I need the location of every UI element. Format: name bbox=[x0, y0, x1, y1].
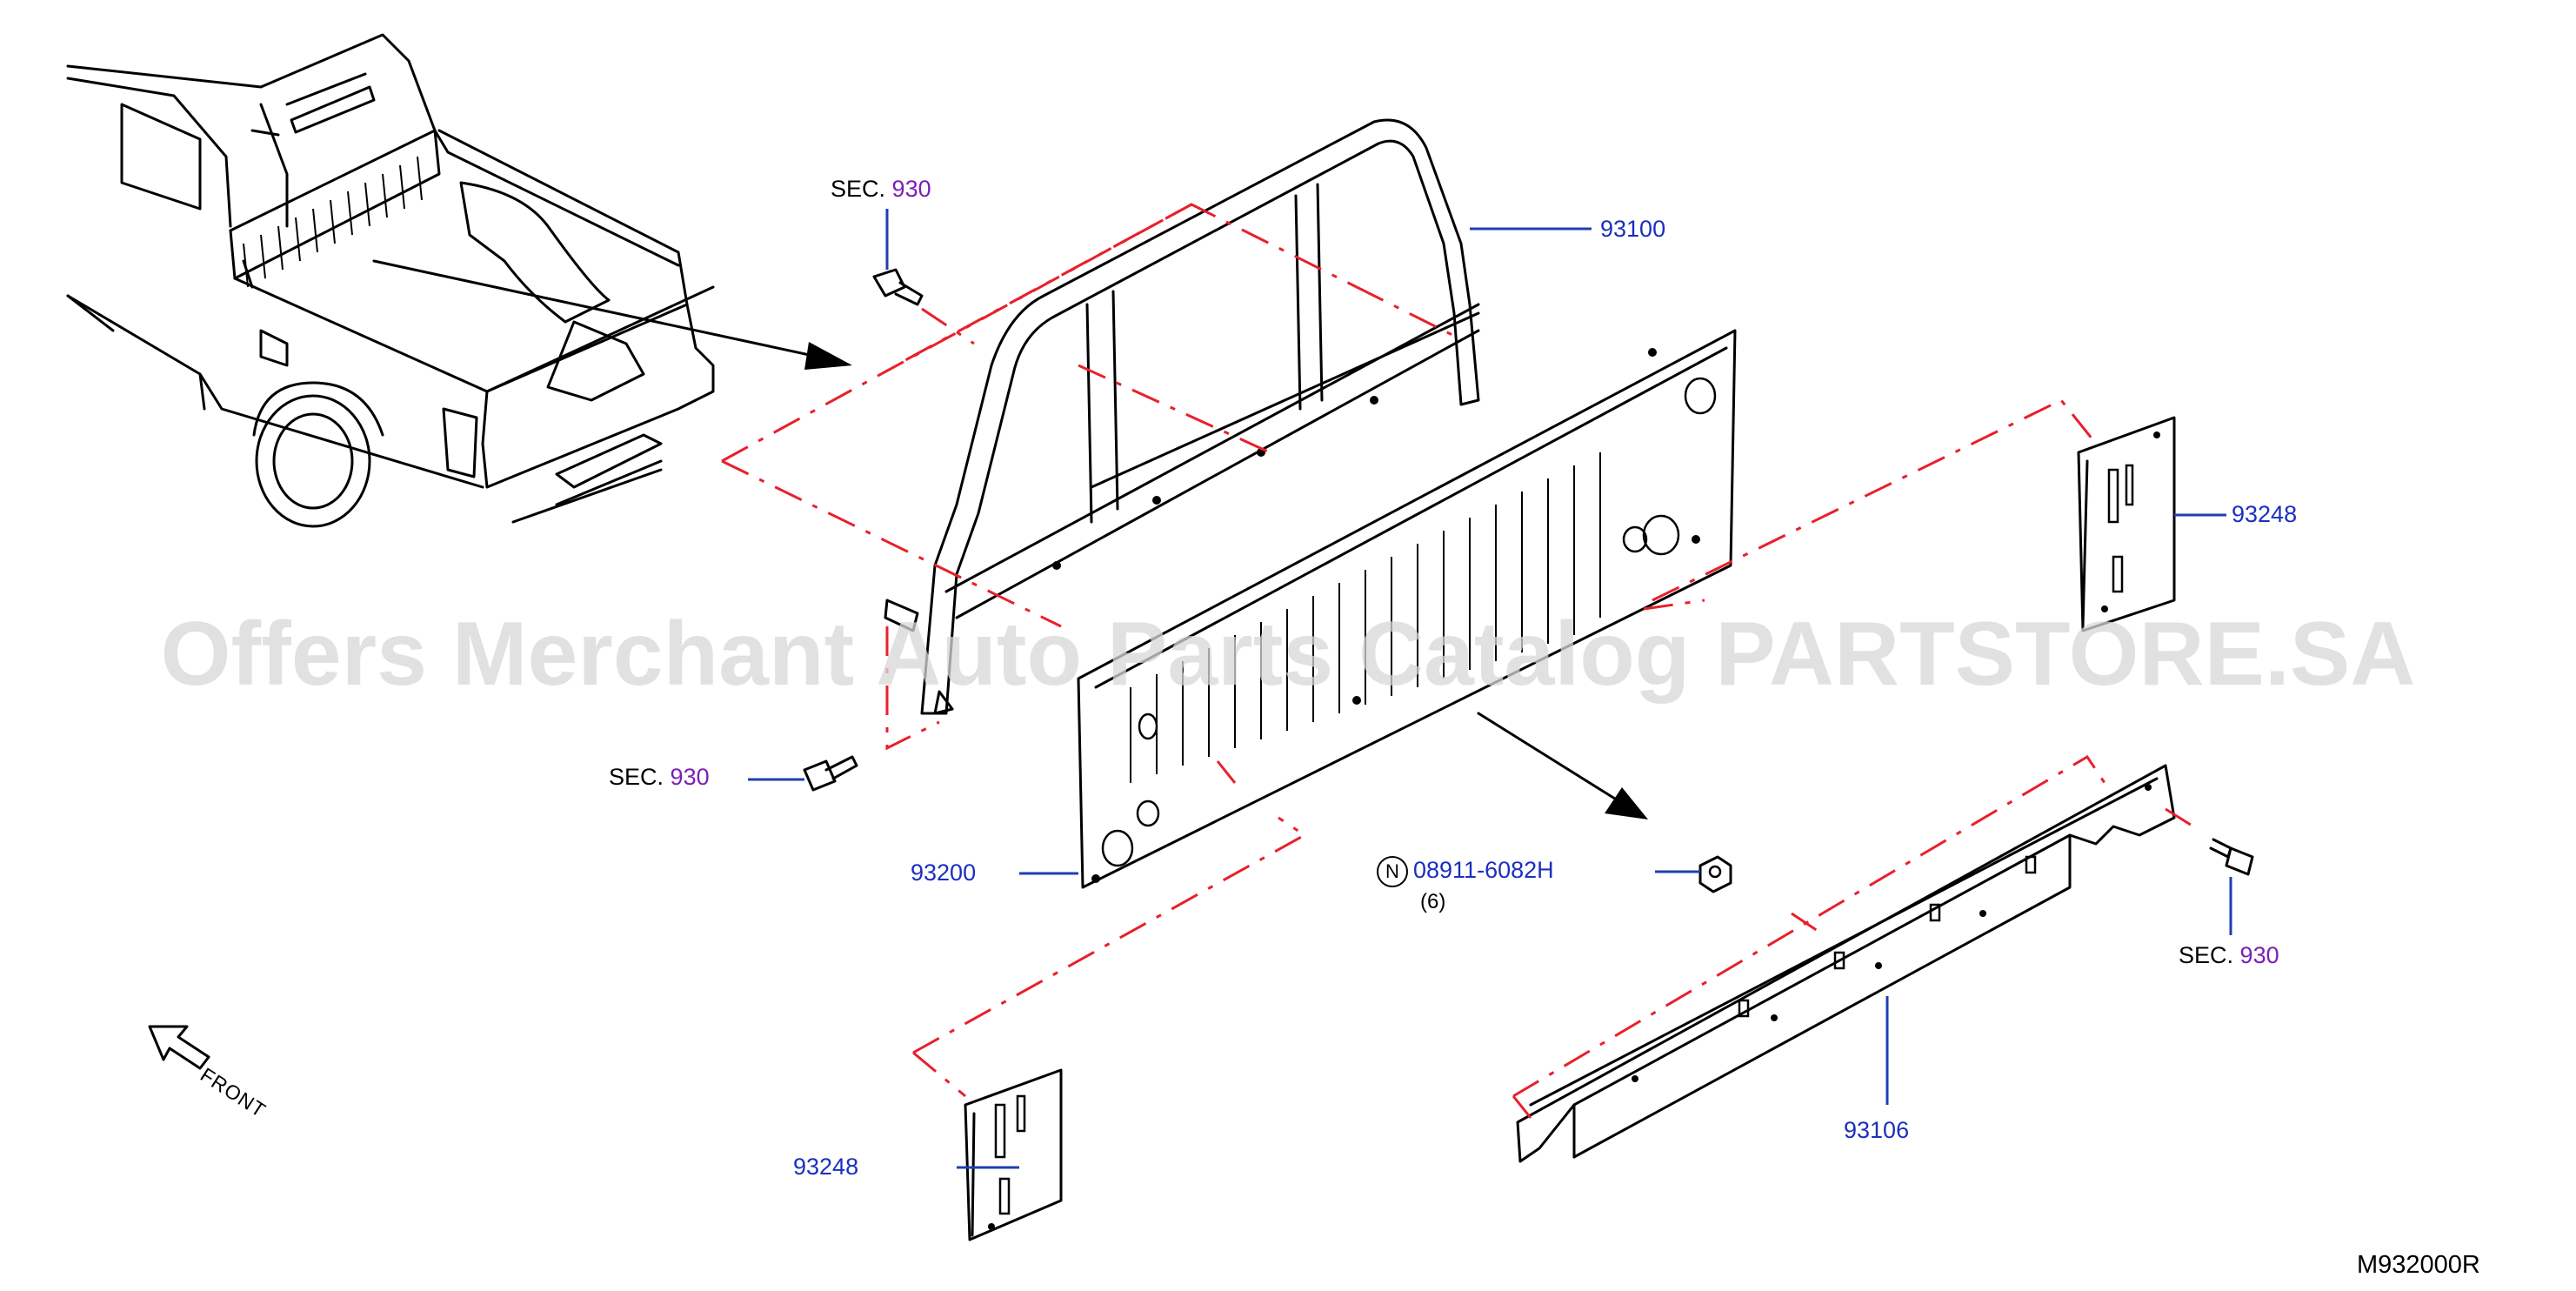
bolt-top bbox=[872, 268, 924, 306]
callout-93248-right[interactable]: 93248 bbox=[2232, 501, 2298, 527]
rail-93106 bbox=[1516, 764, 2176, 1163]
bracket-right-93248 bbox=[2077, 416, 2176, 632]
watermark: Offers Merchant Auto Parts Catalog PARTS… bbox=[160, 604, 2416, 705]
callout-93100[interactable]: 93100 bbox=[1600, 216, 1666, 242]
bolt-left bbox=[803, 755, 858, 792]
flange-nut bbox=[1698, 855, 1732, 893]
callout-93248-left[interactable]: 93248 bbox=[793, 1154, 859, 1180]
nut-quantity: (6) bbox=[1420, 890, 1446, 913]
callout-93106[interactable]: 93106 bbox=[1844, 1117, 1910, 1143]
sec-ref-left[interactable]: SEC. 930 bbox=[609, 764, 710, 790]
diagram-code: M932000R bbox=[2357, 1251, 2480, 1279]
sec-ref-top[interactable]: SEC. 930 bbox=[831, 176, 931, 202]
nut-part-number: 08911-6082H bbox=[1413, 857, 1554, 884]
front-arrow-icon bbox=[148, 1025, 210, 1070]
bracket-left-93248 bbox=[964, 1068, 1063, 1241]
nut-symbol-icon: N bbox=[1377, 856, 1408, 887]
bolt-right bbox=[2209, 838, 2254, 876]
leader-lines bbox=[748, 209, 2232, 1169]
truck-illustration bbox=[66, 33, 1648, 819]
panel-93200 bbox=[1077, 329, 1737, 889]
rack-93100 bbox=[884, 118, 1480, 715]
callout-93200[interactable]: 93200 bbox=[911, 860, 977, 886]
sec-ref-right[interactable]: SEC. 930 bbox=[2179, 942, 2279, 968]
assembly-lines bbox=[721, 203, 2201, 1119]
